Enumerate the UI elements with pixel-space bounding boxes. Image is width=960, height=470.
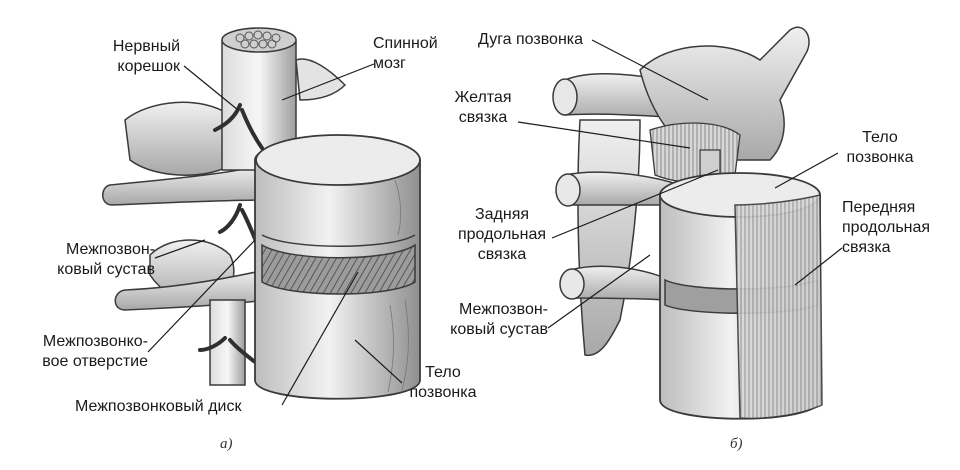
- label-anterior-ligament-line-2: продольная: [842, 219, 931, 236]
- label-body-a-line-2: позвонка: [409, 384, 477, 401]
- label-facet-joint-a-line-1: Межпозвон-: [65, 241, 155, 258]
- label-nerve-root-line-1: Нервный: [112, 38, 180, 55]
- label-spinal-cord-line-1: Спинной: [373, 35, 438, 52]
- upper-process-right: [295, 58, 347, 101]
- label-spinal-cord: Спинной мозг: [373, 34, 438, 74]
- label-facet-joint-a: Межпозвон- ковый сустав: [15, 240, 155, 280]
- leader-lines-b: [517, 39, 843, 329]
- label-ligamentum-flavum-line-1: Желтая: [454, 89, 512, 106]
- process-tip-1: [552, 78, 578, 116]
- label-ligamentum-flavum: Желтая связка: [448, 88, 518, 128]
- label-disc: Межпозвонковый диск: [75, 398, 242, 415]
- label-posterior-ligament-line-1: Задняя: [474, 206, 530, 223]
- label-body-b-line-2: позвонка: [846, 149, 914, 166]
- nerve-roots: [198, 103, 277, 380]
- vertebral-body-top: [255, 134, 421, 186]
- upper-transverse-process: [102, 164, 269, 206]
- label-body-a-line-1: Тело: [425, 364, 461, 381]
- spinal-cord-lower: [209, 299, 246, 386]
- label-ligamentum-flavum-line-2: связка: [458, 109, 508, 126]
- label-spinal-cord-line-2: мозг: [373, 55, 406, 72]
- label-facet-joint-b-line-2: ковый сустав: [450, 321, 548, 338]
- label-foramen: Межпозвонко- вое отверстие: [10, 332, 148, 372]
- cord-fibers: [235, 30, 281, 49]
- label-body-b: Тело позвонка: [835, 128, 925, 168]
- label-anterior-ligament-line-1: Передняя: [842, 199, 916, 216]
- caption-b: б): [730, 436, 743, 452]
- label-facet-joint-b-line-1: Межпозвон-: [458, 301, 548, 318]
- label-arch: Дуга позвонка: [478, 31, 584, 48]
- label-foramen-line-2: вое отверстие: [42, 353, 148, 370]
- label-posterior-ligament: Задняя продольная связка: [452, 205, 552, 265]
- label-anterior-ligament-line-3: связка: [842, 239, 891, 256]
- anterior-ligament: [734, 194, 823, 420]
- figure-a: [102, 27, 421, 400]
- endplate-upper: [261, 234, 416, 247]
- process-tip-3: [559, 268, 585, 300]
- caption-a: а): [220, 436, 233, 452]
- label-foramen-line-1: Межпозвонко-: [42, 333, 148, 350]
- label-facet-joint-a-line-2: ковый сустав: [57, 261, 155, 278]
- label-anterior-ligament: Передняя продольная связка: [842, 198, 930, 258]
- label-posterior-ligament-line-3: связка: [477, 246, 527, 263]
- spinous-column: [577, 119, 641, 356]
- label-body-b-line-1: Тело: [862, 129, 898, 146]
- label-body-a: Тело позвонка: [398, 363, 488, 403]
- label-nerve-root: Нервный корешок: [80, 37, 180, 77]
- label-nerve-root-line-2: корешок: [117, 58, 180, 75]
- figure-b: [552, 26, 823, 420]
- label-posterior-ligament-line-2: продольная: [457, 226, 547, 243]
- body-shading: [387, 179, 409, 393]
- label-facet-joint-b: Межпозвон- ковый сустав: [420, 300, 548, 340]
- process-tip-2: [555, 173, 581, 207]
- intervertebral-disc: [261, 243, 416, 295]
- leader-lines-a: [147, 63, 403, 406]
